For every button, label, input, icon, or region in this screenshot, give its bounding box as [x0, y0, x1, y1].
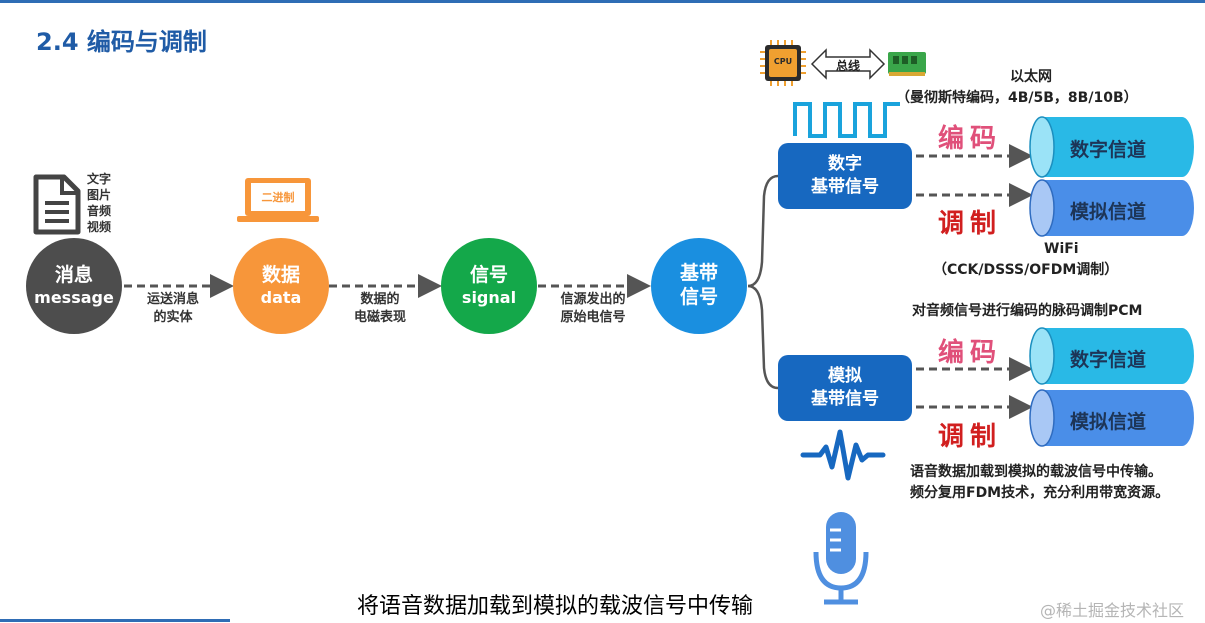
- message-node-subtitle: message: [34, 287, 114, 307]
- modulate-label-bottom: 调制: [938, 422, 1003, 452]
- arrow-label-message-data: 运送消息 的实体: [128, 291, 218, 326]
- bottom-progress-line: [0, 619, 230, 622]
- data-node-subtitle: data: [260, 287, 302, 307]
- signal-node-title: 信号: [469, 264, 508, 287]
- media-type-video: 视频: [87, 220, 112, 234]
- cylinder-analog-2: [1029, 389, 1194, 447]
- baseband-node-title: 基带: [679, 262, 718, 285]
- message-node-title: 消息: [54, 264, 93, 287]
- arrow-label-signal-baseband: 信源发出的 原始电信号: [541, 291, 645, 326]
- encode-label-top: 编码: [938, 124, 1003, 154]
- media-type-image: 图片: [87, 188, 112, 202]
- microphone-icon: [813, 512, 869, 605]
- top-accent-line: [0, 0, 1205, 3]
- watermark: @稀土掘金技术社区: [1040, 601, 1185, 620]
- arrow-label-3-line1: 信源发出的: [560, 292, 626, 307]
- signal-node-subtitle: signal: [461, 287, 517, 307]
- arrow-label-3-line2: 原始电信号: [560, 309, 626, 325]
- branch-brace: [747, 174, 779, 288]
- media-type-text: 文字: [87, 172, 112, 186]
- ethernet-note-title: 以太网: [1010, 69, 1052, 85]
- document-icon: [33, 174, 81, 235]
- encode-label-bottom: 编码: [938, 338, 1003, 368]
- analog-box-line2: 基带信号: [811, 389, 879, 409]
- analog-channel-label-2: 模拟信道: [1070, 411, 1147, 433]
- cylinder-analog-1: [1029, 179, 1194, 237]
- bus-double-arrow: [810, 48, 886, 80]
- cylinder-digital-1: [1029, 116, 1194, 178]
- arrow-label-1-line1: 运送消息: [146, 292, 199, 307]
- wifi-note-detail: （CCK/DSSS/OFDM调制）: [933, 262, 1119, 278]
- binary-chip-label: 二进制: [261, 191, 295, 204]
- ethernet-note-detail: （曼彻斯特编码，4B/5B，8B/10B）: [896, 90, 1138, 106]
- fdm-note-line2: 频分复用FDM技术，充分利用带宽资源。: [910, 485, 1170, 501]
- data-node: 数据 data: [233, 238, 329, 334]
- cpu-icon: [760, 40, 806, 86]
- cpu-label: CPU: [773, 57, 793, 66]
- baseband-node: 基带 信号: [651, 238, 747, 334]
- baseband-node-subtitle: 信号: [679, 286, 718, 308]
- square-wave-icon: [793, 102, 900, 138]
- analog-baseband-box: 模拟 基带信号: [778, 355, 912, 421]
- slide-title: 2.4 编码与调制: [36, 28, 207, 56]
- digital-box-line1: 数字: [828, 154, 862, 175]
- analog-channel-label-1: 模拟信道: [1070, 201, 1147, 223]
- media-type-audio: 音频: [87, 204, 112, 218]
- digital-channel-label-1: 数字信道: [1070, 139, 1147, 161]
- video-subtitle: 将语音数据加载到模拟的载波信号中传输: [357, 594, 754, 619]
- arrow-label-2-line2: 电磁表现: [353, 309, 406, 325]
- message-node: 消息 message: [26, 238, 122, 334]
- data-node-title: 数据: [261, 264, 300, 287]
- analog-wave-icon: [800, 429, 886, 481]
- pcm-note: 对音频信号进行编码的脉码调制PCM: [912, 303, 1143, 319]
- digital-baseband-box: 数字 基带信号: [778, 143, 912, 209]
- arrow-label-2-line1: 数据的: [360, 292, 400, 307]
- arrow-label-1-line2: 的实体: [153, 309, 193, 325]
- digital-box-line2: 基带信号: [811, 177, 879, 197]
- digital-channel-label-2: 数字信道: [1070, 349, 1147, 371]
- signal-node: 信号 signal: [441, 238, 537, 334]
- modulate-label-top: 调制: [938, 209, 1003, 239]
- cylinder-digital-2: [1029, 327, 1194, 385]
- fdm-note-line1: 语音数据加载到模拟的载波信号中传输。: [910, 464, 1162, 480]
- arrow-label-data-signal: 数据的 电磁表现: [335, 291, 425, 326]
- laptop-icon: [237, 178, 319, 222]
- memory-icon: [888, 52, 926, 76]
- bus-label: 总线: [835, 59, 860, 73]
- wifi-note-title: WiFi: [1044, 241, 1079, 257]
- analog-box-line1: 模拟: [828, 366, 862, 387]
